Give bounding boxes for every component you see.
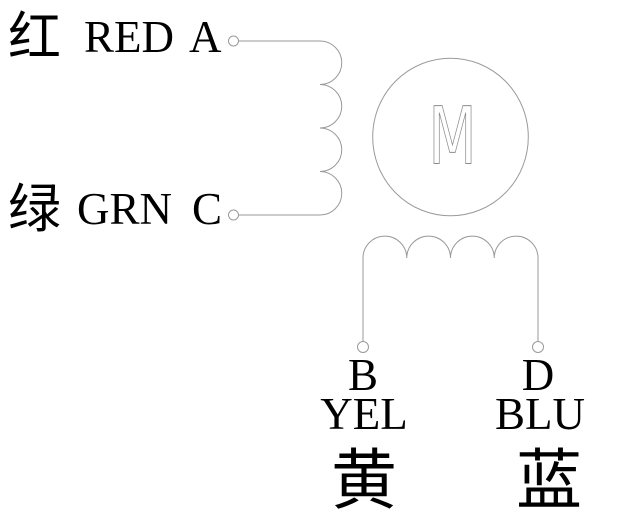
wire-red-cn-label: 红 — [8, 7, 61, 68]
wire-blu-abbr-label: BLU — [495, 389, 585, 439]
terminal-b-circle — [357, 341, 369, 353]
wire-grn-abbr-label: GRN — [77, 184, 173, 234]
motor-circle — [372, 57, 529, 217]
terminal-a-label: A — [189, 12, 222, 62]
terminal-b-label: B — [347, 350, 378, 400]
wire-yel-cn-label: 黄 — [331, 442, 397, 519]
coil-winding-a-c — [238, 40, 343, 216]
coil-winding-b-d — [362, 235, 539, 342]
wire-grn-cn-label: 绿 — [8, 179, 61, 240]
terminal-d-circle — [532, 341, 544, 353]
wire-yel-abbr-label: YEL — [320, 389, 408, 439]
wire-red-abbr-label: RED — [84, 12, 174, 62]
motor-label: M — [429, 91, 477, 183]
terminal-a-circle — [228, 35, 239, 47]
terminal-c-circle — [228, 209, 239, 221]
terminal-d-label: D — [521, 350, 555, 400]
wire-blu-cn-label: 蓝 — [516, 442, 582, 519]
terminal-c-label: C — [192, 184, 223, 234]
